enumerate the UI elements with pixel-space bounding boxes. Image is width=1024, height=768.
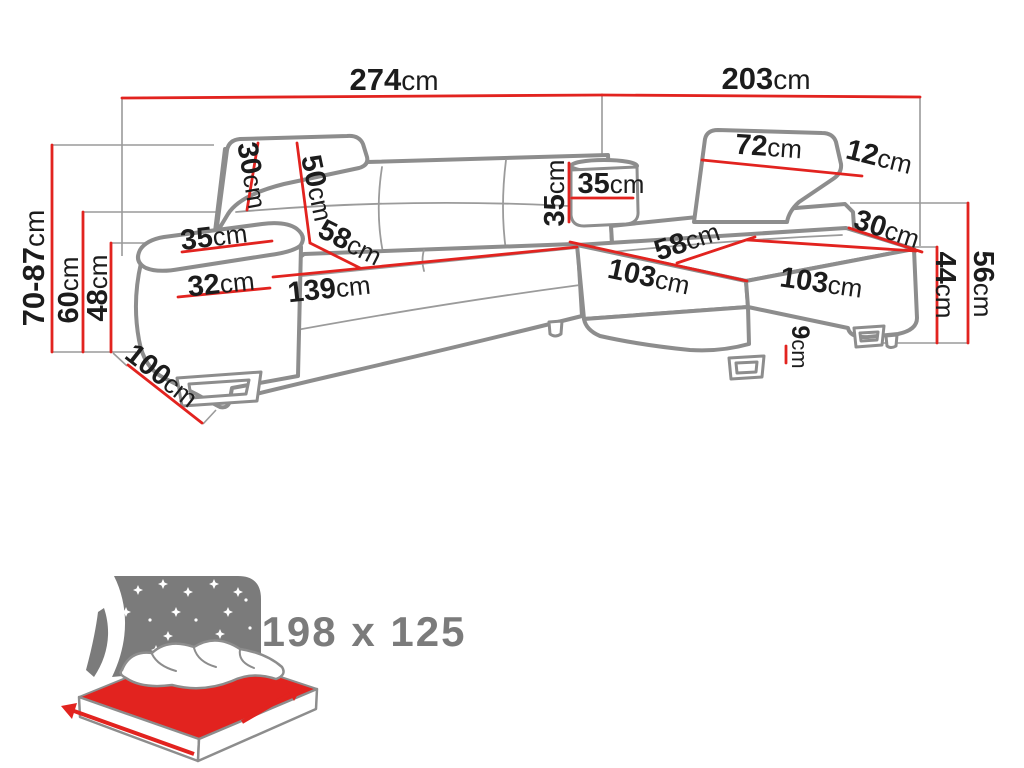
sleeping-area-icon: [61, 576, 319, 763]
dimension-labels: 274cm 203cm 70-87cm 60cm 48cm 100cm 30cm…: [16, 61, 999, 413]
dim-label-total-depth: 203cm: [721, 61, 810, 96]
backrest-seam: [377, 166, 384, 254]
dim-line-back-top-right: [847, 226, 924, 254]
ext-line: [112, 352, 128, 367]
backrest-seam: [502, 159, 507, 252]
dim-line-headrest-right: [700, 158, 864, 178]
arrow-right-head: [286, 687, 302, 701]
arrow-right: [240, 692, 292, 724]
seat-base-seam: [263, 284, 581, 337]
corner-pillow: [569, 165, 640, 228]
dim-line-chaise-side: [746, 238, 918, 253]
unfold-arrows: [61, 687, 302, 756]
dim-label-pillow-width: 35cm: [578, 168, 645, 200]
sleeping-area-size-label: 198 x 125: [262, 608, 467, 655]
arrow-left: [73, 709, 195, 756]
dim-label-armrest-front: 32cm: [186, 265, 256, 304]
arrow-left-head: [61, 703, 77, 719]
blanket-folds: [151, 647, 255, 672]
bed-right-face: [196, 687, 319, 763]
dim-label-total-width: 274cm: [349, 62, 438, 97]
dim-line-chaise-front: [568, 240, 749, 283]
dim-line-headrest-left: [245, 141, 260, 212]
dim-line-side-depth: [126, 363, 204, 425]
dim-label-armrest-top: 35cm: [179, 217, 249, 257]
bed-blanket: [119, 639, 285, 690]
dim-label-backrest-left: 50cm: [294, 152, 339, 224]
dim-label-side-height: 56cm: [967, 251, 999, 318]
middle-foot: [547, 319, 564, 338]
dim-label-seat-width: 139cm: [286, 269, 372, 310]
stars: [113, 579, 252, 662]
dim-label-headrest-left: 30cm: [230, 140, 273, 211]
dim-label-cushion-height: 44cm: [929, 252, 961, 319]
night-sky-sliver: [86, 608, 109, 677]
dim-line-total-width: [120, 93, 604, 100]
dim-label-headrest-right: 72cm: [734, 129, 803, 166]
dim-line-total-depth: [600, 93, 922, 99]
dim-line-armrest-top: [180, 239, 274, 254]
right-headrest: [692, 128, 844, 224]
chaise-leg: [727, 354, 766, 381]
dim-line-armrest-front: [176, 286, 272, 299]
dim-label-pillow-height: 35cm: [539, 160, 571, 227]
dim-line-backrest-left: [295, 141, 312, 245]
dim-label-height-range: 70-87cm: [16, 210, 51, 327]
sofa-drawing: [133, 128, 919, 410]
dim-label-chaise-side: 103cm: [778, 261, 865, 304]
chaise-seam: [611, 234, 843, 253]
dim-label-leg-height: 9cm: [786, 325, 814, 368]
dim-label-back-height: 60cm: [53, 257, 85, 324]
front-left-leg: [175, 370, 263, 408]
dim-label-seat-height: 48cm: [82, 255, 114, 322]
right-leg: [852, 324, 886, 349]
dim-label-headrest-right-side: 12cm: [843, 134, 916, 181]
right-foot: [884, 333, 899, 349]
dim-line-chaise-width: [675, 235, 757, 265]
dim-line-seat-width: [271, 245, 579, 279]
dim-line-seat-depth-left: [308, 241, 362, 270]
dimension-lines: [50, 93, 970, 425]
chaise-base: [582, 305, 751, 353]
seat-cushion-seam: [421, 249, 425, 272]
ext-line: [202, 409, 217, 425]
backrest-seam: [235, 201, 605, 213]
